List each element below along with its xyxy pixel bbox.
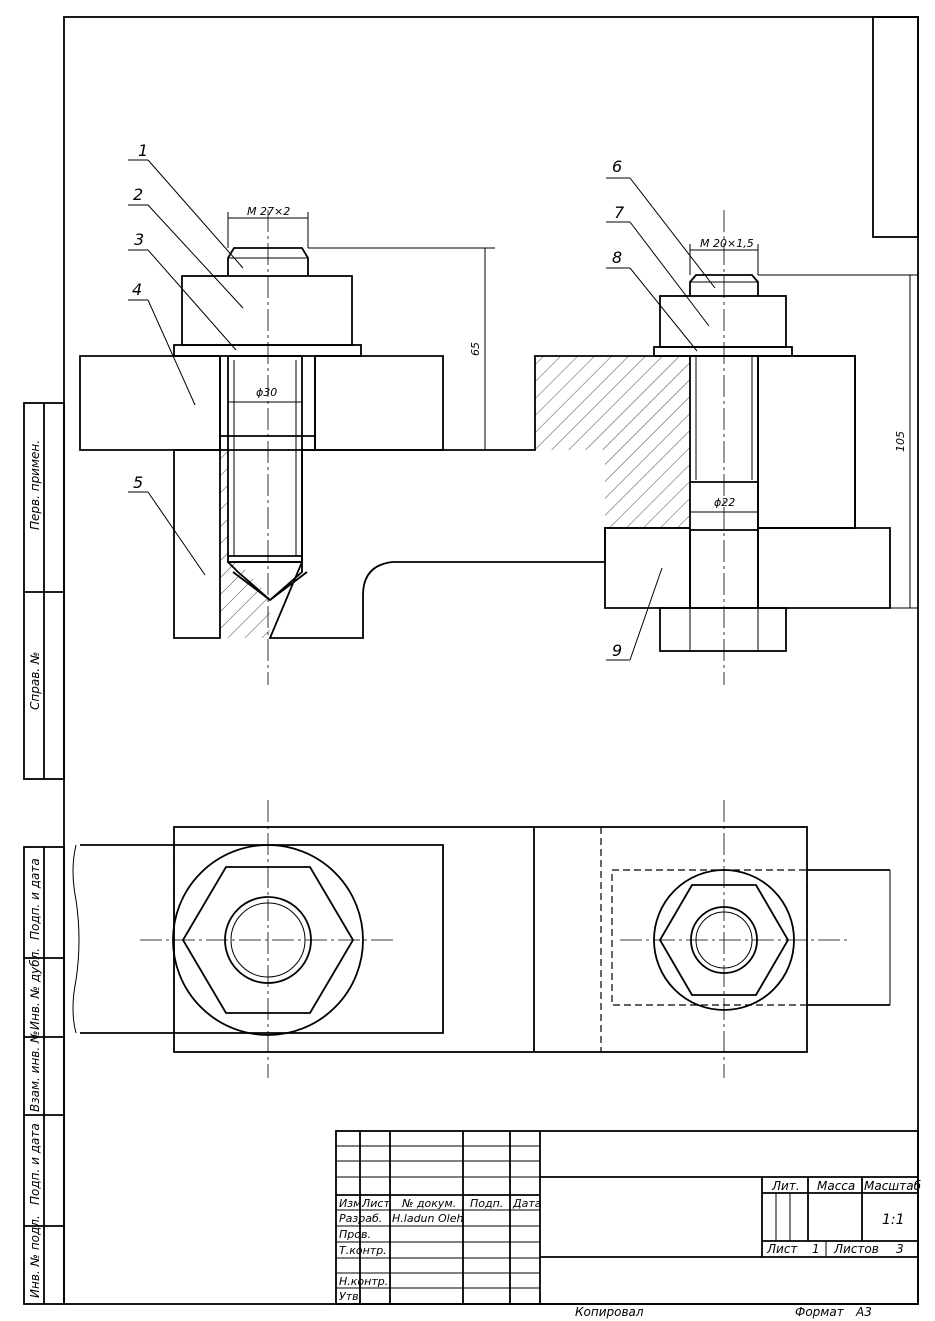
label-inv-dubl: Инв. № дубл.	[28, 948, 42, 1030]
part-9-plate-a	[604, 527, 691, 609]
tb-n-kontr: Н.контр.	[339, 1275, 388, 1288]
label-podp-data-2: Подп. и дата	[28, 1123, 42, 1205]
footer-kopiroval: Копировал	[575, 1305, 644, 1319]
dim-dia-left: ϕ30	[256, 386, 277, 399]
dim-thread-left: M 27×2	[247, 205, 290, 218]
part-4-plate-left-a	[79, 355, 221, 451]
part-5-left-wall	[173, 449, 221, 639]
bolt-head-right	[659, 607, 787, 652]
callout-6: 6	[612, 157, 622, 176]
top-right-stamp	[872, 16, 919, 238]
tb-lit: Лит.	[771, 1179, 800, 1193]
nut-right	[659, 295, 787, 348]
tb-izm: Изм.	[339, 1197, 365, 1210]
top-view	[72, 800, 891, 1078]
tb-list: Лист	[361, 1197, 390, 1210]
callout-8: 8	[612, 248, 622, 267]
footer-format-label: Формат	[795, 1305, 845, 1319]
tb-listov-value: 3	[896, 1242, 904, 1256]
tb-t-kontr: Т.контр.	[339, 1244, 387, 1257]
tb-massa: Масса	[817, 1179, 855, 1193]
label-inv-podl: Инв. № подл.	[28, 1215, 42, 1298]
tb-prov: Пров.	[339, 1228, 371, 1241]
label-vzam-inv: Взам. инв. №	[28, 1031, 42, 1112]
callout-2: 2	[133, 185, 143, 204]
tb-razrab-name: H.ladun Oleh	[392, 1212, 463, 1225]
tb-listov-label: Листов	[833, 1242, 879, 1256]
title-block: Изм. Лист № докум. Подп. Дата Разраб. H.…	[335, 1130, 922, 1305]
bolt-right-end	[689, 274, 759, 296]
label-perv-primen: Перв. примен.	[28, 440, 42, 530]
callout-7: 7	[614, 203, 625, 222]
tb-razrab: Разраб.	[339, 1212, 382, 1225]
part-4-plate-left-b	[314, 355, 444, 451]
base-outline	[173, 826, 808, 1053]
footer: Копировал Формат А3	[575, 1305, 872, 1319]
side-stamp: Перв. примен. Справ. № Подп. и дата Инв.…	[23, 402, 65, 1305]
nut-left	[181, 275, 353, 346]
tb-podp: Подп.	[470, 1197, 503, 1210]
callout-4: 4	[132, 280, 142, 299]
dim-thread-right: M 20×1,5	[700, 237, 754, 250]
part-9-plate-b	[757, 527, 891, 609]
tb-masshtab: Масштаб	[864, 1179, 922, 1193]
tb-data: Дата	[512, 1197, 542, 1210]
dim-dia-right: ϕ22	[714, 496, 735, 509]
tb-list-label: Лист	[766, 1242, 798, 1256]
label-sprav-no: Справ. №	[28, 652, 42, 710]
tb-utv: Утв.	[339, 1290, 362, 1303]
tb-scale-value: 1:1	[882, 1212, 905, 1228]
callout-1: 1	[138, 141, 148, 160]
tb-list-value: 1	[812, 1242, 820, 1256]
callouts: 1 2 3 4 5 6 7 8 9	[128, 141, 716, 661]
footer-format-value: А3	[855, 1305, 872, 1319]
dim-height-left: 65	[469, 342, 482, 356]
callout-3: 3	[134, 230, 144, 249]
drill-point	[227, 561, 303, 602]
dim-height-right: 105	[894, 431, 907, 452]
tb-doc-no: № докум.	[401, 1197, 456, 1210]
callout-9: 9	[612, 641, 622, 660]
label-podp-data-1: Подп. и дата	[28, 858, 42, 940]
washer-left	[173, 344, 362, 357]
callout-5: 5	[133, 473, 143, 492]
washer-right	[653, 346, 793, 357]
front-section-view: M 27×2 M 20×1,5 ϕ30 ϕ22 65 105 1 2 3 4 5	[79, 141, 918, 685]
